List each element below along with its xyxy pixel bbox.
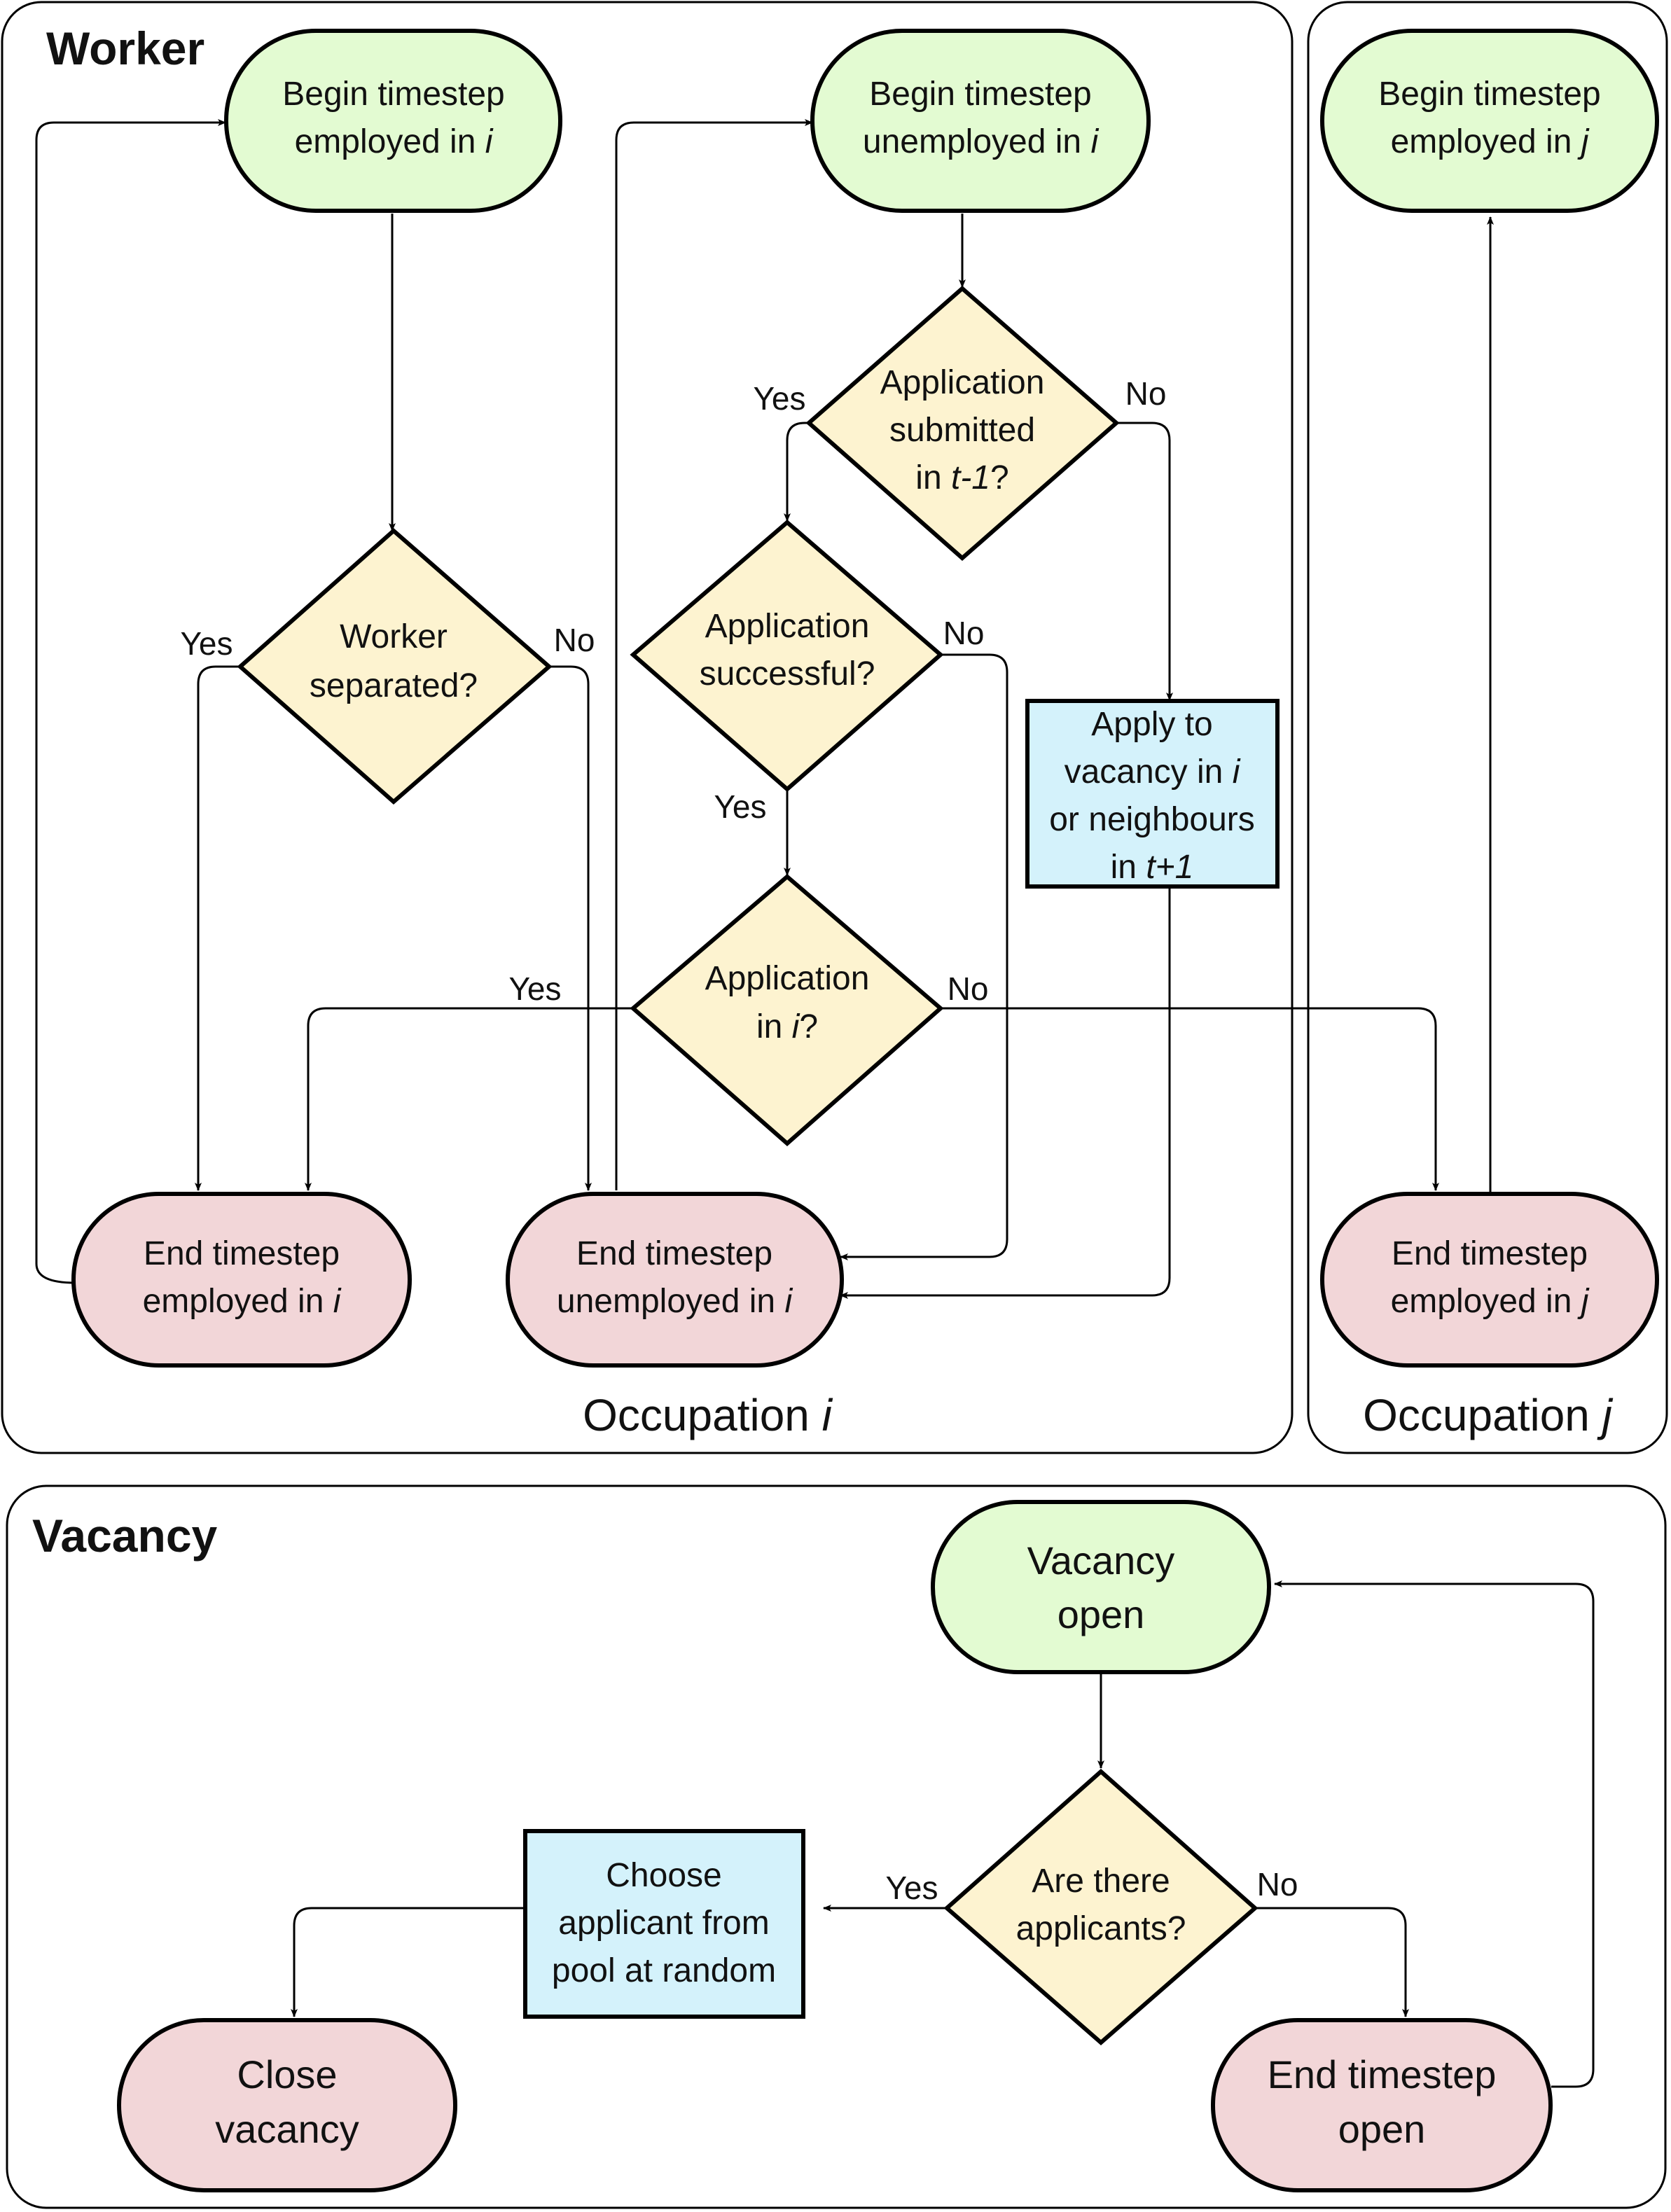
svg-text:Begin timestep: Begin timestep: [869, 76, 1092, 113]
edge-submitted-yes: [784, 422, 809, 522]
svg-text:Are there: Are there: [1032, 1863, 1170, 1900]
edge-separated-no: [546, 665, 592, 1191]
occupation-i-caption: Occupation i: [583, 1390, 833, 1440]
svg-text:in t-1?: in t-1?: [915, 459, 1008, 496]
vacancy-panel: [6, 1484, 1667, 2209]
svg-text:vacancy: vacancy: [215, 2107, 359, 2151]
label-successful-no: No: [943, 615, 985, 651]
svg-text:open: open: [1058, 1592, 1145, 1636]
begin-timestep-unemployed-i: Begin timestep unemployed in i: [810, 29, 1151, 213]
svg-text:employed in j: employed in j: [1391, 123, 1590, 160]
label-in-i-no: No: [948, 971, 989, 1007]
label-submitted-no: No: [1125, 375, 1167, 412]
svg-text:End timestep: End timestep: [576, 1235, 772, 1272]
edge-end-unemp-i-loop: [615, 119, 813, 1190]
vacancy-open: Vacancy open: [931, 1500, 1271, 1674]
edge-choose-to-close: [291, 1907, 525, 2017]
svg-text:employed in j: employed in j: [1391, 1283, 1590, 1320]
svg-text:vacancy in i: vacancy in i: [1065, 753, 1241, 791]
svg-text:End timestep: End timestep: [1392, 1235, 1588, 1272]
end-timestep-open: End timestep open: [1211, 2018, 1553, 2192]
worker-occupation-i-panel: [1, 1, 1294, 1454]
end-timestep-unemployed-i: End timestep unemployed in i: [506, 1192, 844, 1368]
edge-apply-to-end-unemp: [840, 888, 1171, 1299]
edge-separated-yes: [195, 665, 240, 1191]
label-applicants-no: No: [1257, 1866, 1298, 1903]
edge-successful-no: [840, 653, 1008, 1260]
decision-worker-separated: Worker separated?: [237, 528, 553, 805]
decision-are-there-applicants: Are there applicants?: [943, 1768, 1259, 2045]
svg-text:Apply to: Apply to: [1091, 706, 1212, 743]
svg-text:or neighbours: or neighbours: [1049, 801, 1255, 838]
svg-text:Application: Application: [880, 364, 1045, 401]
edges: [35, 119, 1595, 2088]
edge-applicants-no: [1255, 1907, 1409, 2017]
svg-text:End timestep: End timestep: [1268, 2052, 1497, 2096]
label-separated-no: No: [554, 622, 595, 658]
label-separated-yes: Yes: [180, 625, 233, 662]
edge-end-emp-i-loop: [35, 119, 226, 1284]
occupation-j-caption: Occupation j: [1363, 1390, 1614, 1440]
svg-text:unemployed in i: unemployed in i: [863, 123, 1100, 160]
process-choose-applicant: Choose applicant from pool at random: [523, 1829, 805, 2019]
svg-text:separated?: separated?: [310, 667, 478, 704]
svg-text:applicants?: applicants?: [1016, 1910, 1186, 1947]
begin-timestep-employed-i: Begin timestep employed in i: [224, 29, 562, 213]
label-applicants-yes: Yes: [885, 1870, 938, 1906]
edge-in-i-yes: [305, 1007, 633, 1191]
decision-application-submitted: Application submitted in t-1?: [805, 286, 1120, 561]
process-apply-to-vacancy: Apply to vacancy in i or neighbours in t…: [1025, 699, 1280, 889]
occupation-j-panel: [1307, 1, 1668, 1454]
close-vacancy: Close vacancy: [117, 2018, 457, 2192]
vacancy-title: Vacancy: [32, 1510, 218, 1561]
svg-text:employed in i: employed in i: [143, 1283, 342, 1320]
svg-text:in t+1: in t+1: [1111, 849, 1194, 886]
begin-timestep-employed-j: Begin timestep employed in j: [1320, 29, 1659, 213]
svg-text:Choose: Choose: [606, 1857, 721, 1894]
svg-text:End timestep: End timestep: [144, 1235, 340, 1272]
svg-text:Vacancy: Vacancy: [1027, 1538, 1175, 1583]
svg-text:Application: Application: [705, 608, 870, 645]
svg-text:Application: Application: [705, 960, 870, 997]
svg-text:employed in i: employed in i: [295, 123, 494, 160]
edge-in-i-no: [940, 1007, 1439, 1191]
svg-text:unemployed in i: unemployed in i: [557, 1283, 793, 1320]
decision-application-successful: Application successful?: [630, 520, 944, 792]
worker-title: Worker: [46, 22, 204, 74]
svg-text:open: open: [1338, 2107, 1426, 2151]
decision-application-in-i: Application in i?: [630, 874, 944, 1146]
svg-text:Begin timestep: Begin timestep: [1378, 76, 1601, 113]
svg-text:applicant from: applicant from: [558, 1905, 769, 1942]
edge-end-open-loop: [1274, 1580, 1595, 2088]
label-successful-yes: Yes: [714, 788, 766, 825]
svg-text:in i?: in i?: [756, 1008, 818, 1045]
end-timestep-employed-j: End timestep employed in j: [1320, 1192, 1659, 1368]
svg-text:Worker: Worker: [340, 618, 448, 655]
label-in-i-yes: Yes: [508, 971, 561, 1007]
svg-text:pool at random: pool at random: [552, 1952, 776, 1989]
svg-text:Close: Close: [237, 2052, 337, 2096]
svg-text:successful?: successful?: [700, 655, 875, 693]
svg-text:Begin timestep: Begin timestep: [282, 76, 505, 113]
edge-submitted-no: [1116, 422, 1173, 701]
end-timestep-employed-i: End timestep employed in i: [71, 1192, 412, 1368]
svg-text:submitted: submitted: [889, 412, 1035, 449]
label-submitted-yes: Yes: [753, 380, 805, 417]
